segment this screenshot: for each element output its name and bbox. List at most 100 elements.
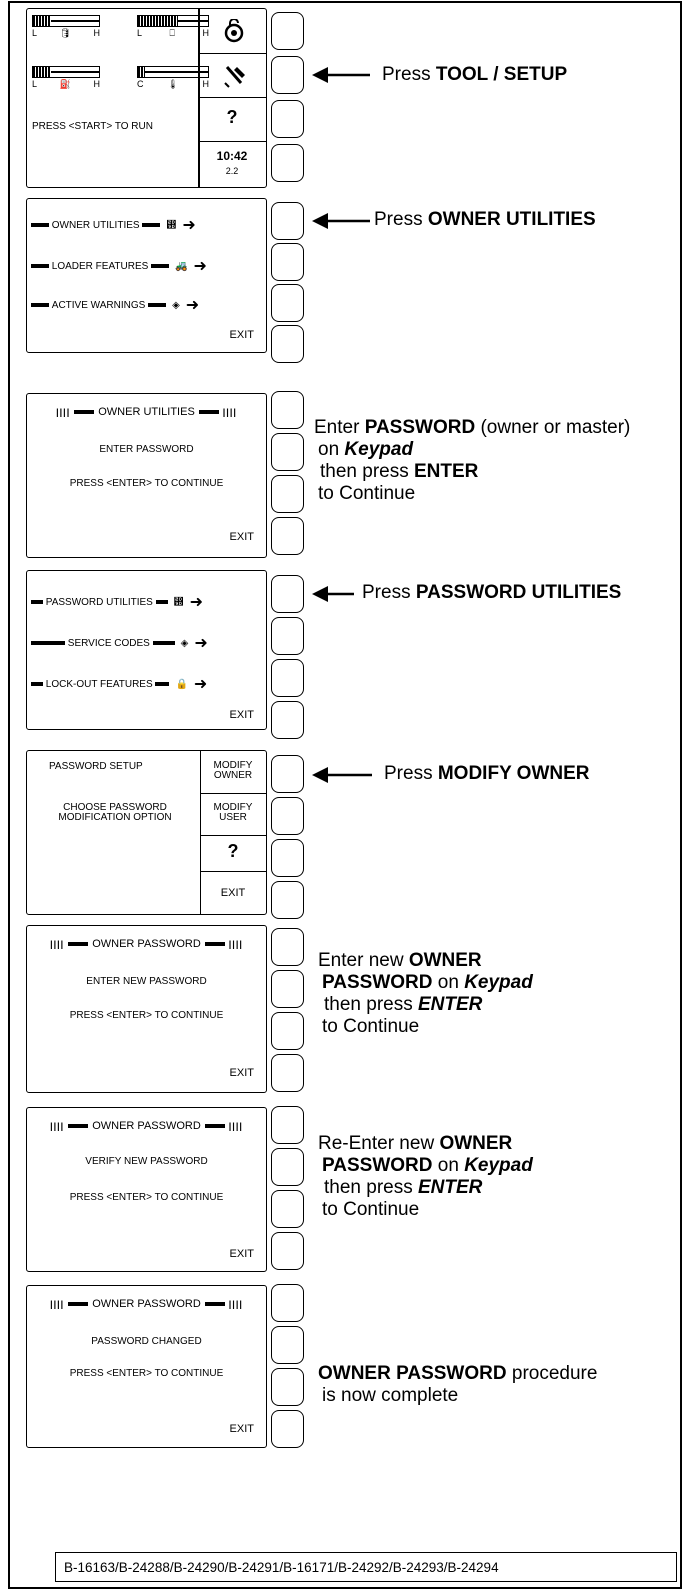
setup-menu-display: OWNER UTILITIES ⶝ ➜ LOADER FEATURES 🚜 ➜ … [26,198,267,353]
menu-item-loader-features: LOADER FEATURES 🚜 ➜ [31,257,207,275]
soft-key-exit[interactable] [271,1410,304,1448]
divider [198,53,266,54]
main-screen-display: L 🛢 H L ⎕ H L ⛽ H C [26,8,267,188]
soft-key-modify-user[interactable] [271,797,304,835]
divider [200,871,266,872]
verify-password-prompt: VERIFY NEW PASSWORD [85,1156,208,1167]
gauge-high-label: H [93,28,100,38]
soft-key-1[interactable] [271,391,304,429]
soft-key-modify-owner[interactable] [271,755,304,793]
soft-key-3[interactable] [271,1190,304,1228]
continue-prompt: PRESS <ENTER> TO CONTINUE [69,1010,224,1021]
soft-key-exit[interactable] [271,701,304,739]
verify-password-display: ||||OWNER PASSWORD|||| VERIFY NEW PASSWO… [26,1107,267,1272]
soft-key-owner-utilities[interactable] [271,202,304,240]
soft-key-2[interactable] [271,970,304,1008]
exit-label: EXIT [229,329,254,341]
arrow-right-icon: ➜ [185,297,200,314]
gauge-high-label: H [93,79,100,89]
soft-key-3[interactable] [271,1368,304,1406]
soft-key-loader-features[interactable] [271,243,304,281]
arrow-right-icon: ➜ [193,258,207,275]
pointer-arrow [312,586,354,602]
pointer-arrow [312,213,370,229]
soft-key-1[interactable] [271,928,304,966]
figure-frame [8,1,682,1589]
arrow-right-icon: ➜ [194,635,208,652]
instruction-step-8: OWNER PASSWORD procedure is now complete [318,1363,598,1406]
password-changed-display: ||||OWNER PASSWORD|||| PASSWORD CHANGED … [26,1285,267,1448]
soft-key-1[interactable] [271,12,304,50]
soft-key-1[interactable] [271,1284,304,1322]
soft-key-3[interactable] [271,1012,304,1050]
exit-label: EXIT [229,531,254,543]
screen-divider [200,751,201,914]
instruction-step-2: Press OWNER UTILITIES [374,209,596,230]
soft-key-2[interactable] [271,1326,304,1364]
soft-key-2[interactable] [271,1148,304,1186]
soft-key-exit[interactable] [271,881,304,919]
menu-item-lock-out-features: LOCK-OUT FEATURES 🔒 ➜ [31,675,207,693]
screen-header: ||||OWNER PASSWORD|||| [50,938,243,950]
arrow-right-icon: ➜ [182,217,196,234]
soft-key-password-utilities[interactable] [271,575,304,613]
gauge-fuel: L ⛽ H [32,66,100,90]
help-button-label: ? [226,107,238,127]
pointer-arrow [312,767,372,783]
exit-label: EXIT [220,887,246,899]
soft-key-3[interactable] [271,475,304,513]
instruction-step-6: Enter new OWNER PASSWORD on Keypad then … [318,950,533,1037]
soft-key-service-codes[interactable] [271,617,304,655]
continue-prompt: PRESS <ENTER> TO CONTINUE [69,1192,224,1203]
key-icon: ⶝ [173,596,184,608]
menu-item-owner-utilities: OWNER UTILITIES ⶝ ➜ [31,216,196,234]
modify-user-label: MODIFY USER [213,802,253,823]
instruction-step-4: Press PASSWORD UTILITIES [362,582,622,603]
continue-prompt: PRESS <ENTER> TO CONTINUE [69,478,224,489]
divider [200,835,266,836]
new-password-display: ||||OWNER PASSWORD|||| ENTER NEW PASSWOR… [26,925,267,1093]
tool-icon [223,63,247,89]
instruction-step-1: Press TOOL / SETUP [382,64,568,85]
continue-prompt: PRESS <ENTER> TO CONTINUE [69,1368,224,1379]
soft-key-help[interactable] [271,839,304,877]
owner-utilities-menu-display: PASSWORD UTILITIES ⶝ ➜ SERVICE CODES ◈ ➜… [26,570,267,730]
soft-key-lock-out-features[interactable] [271,659,304,697]
soft-key-exit[interactable] [271,517,304,555]
divider [198,97,266,98]
coolant-temp-icon: 🌡 [167,79,179,89]
soft-key-2-tool-setup[interactable] [271,56,304,94]
gauge-low-label: L [32,79,38,89]
gauge-coolant: C 🌡 H [137,66,209,90]
oil-temp-icon: 🛢 [59,28,71,38]
password-setup-display: PASSWORD SETUP CHOOSE PASSWORD MODIFICAT… [26,750,267,915]
exit-label: EXIT [229,1248,254,1260]
menu-item-active-warnings: ACTIVE WARNINGS ◈ ➜ [31,296,199,314]
start-prompt: PRESS <START> TO RUN [32,121,153,132]
soft-key-exit[interactable] [271,1232,304,1270]
screen-header: ||||OWNER UTILITIES|||| [56,406,237,418]
soft-key-3[interactable] [271,100,304,138]
soft-key-exit[interactable] [271,1054,304,1092]
gauge-engine-oil: L 🛢 H [32,15,100,39]
software-version: 2.2 [225,166,239,176]
password-changed-message: PASSWORD CHANGED [91,1336,202,1347]
soft-key-4[interactable] [271,144,304,182]
soft-key-1[interactable] [271,1106,304,1144]
warning-icon: ◈ [172,299,180,311]
arrow-right-icon: ➜ [193,676,208,693]
gauge-low-label: L [32,28,38,38]
instruction-step-3: Enter PASSWORD (owner or master) on Keyp… [314,417,631,504]
soft-key-exit[interactable] [271,325,304,363]
soft-key-active-warnings[interactable] [271,284,304,322]
exit-label: EXIT [229,1067,254,1079]
menu-item-service-codes: SERVICE CODES ◈ ➜ [31,634,208,652]
key-icon: ⶝ [166,219,177,231]
lock-icon: 🔒 [175,678,188,690]
soft-key-2[interactable] [271,433,304,471]
clock-time: 10:42 [216,149,248,163]
pointer-arrow [312,67,370,83]
exit-label: EXIT [229,1423,254,1435]
gauge-low-label: C [137,79,144,89]
gauge-battery: L ⎕ H [137,15,209,39]
